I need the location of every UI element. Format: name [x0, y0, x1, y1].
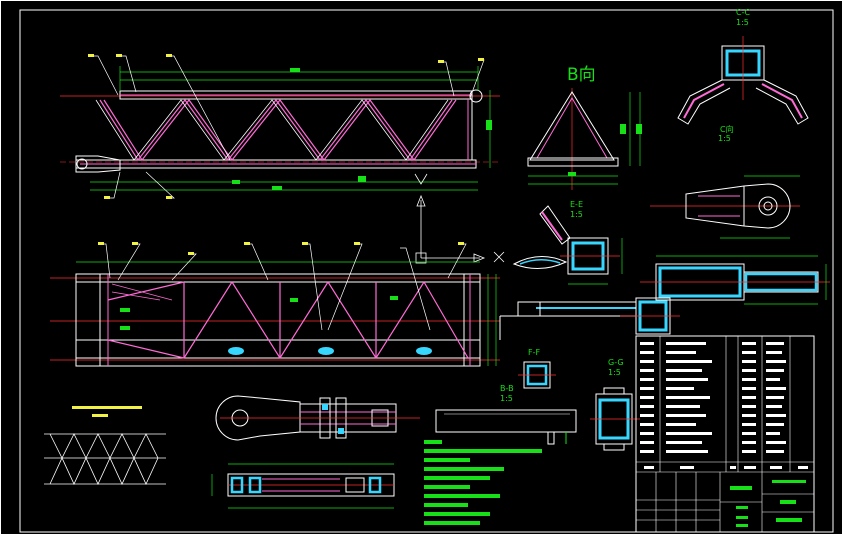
section-e-e [512, 205, 623, 285]
lattice-detail [44, 406, 166, 485]
plate-detail [435, 409, 577, 445]
view-c-scale: 1:5 [718, 134, 731, 143]
section-b-b-scale: 1:5 [500, 394, 513, 403]
section-g-g-title: G-G [608, 358, 624, 367]
section-c-c-junction [677, 36, 809, 125]
view-b-triangle [527, 88, 642, 190]
truss-plan-middle [50, 242, 500, 367]
section-c-c-scale: 1:5 [736, 18, 749, 27]
end-fitting-plan [211, 463, 395, 509]
view-c-end-lug [650, 175, 800, 239]
end-fitting-lug [215, 395, 420, 441]
section-c-c-title: C-C [736, 8, 751, 17]
section-g-g [518, 361, 556, 389]
view-direction-arrows [414, 173, 505, 264]
truss-elevation-top [60, 54, 500, 199]
section-square-tube-plates [590, 387, 640, 451]
section-pipe-sleeve [640, 255, 830, 305]
section-b-b-title: B-B [500, 384, 514, 393]
view-b-title: B向 [567, 65, 596, 85]
section-e-e-title: E-E [570, 200, 583, 209]
view-c-title: C向 [720, 125, 734, 134]
parts-list [635, 335, 815, 533]
section-channel [499, 297, 680, 340]
section-f-f-title: F-F [528, 348, 541, 357]
section-g-g-scale: 1:5 [608, 368, 621, 377]
section-e-e-scale: 1:5 [570, 210, 583, 219]
technical-notes [424, 440, 542, 525]
